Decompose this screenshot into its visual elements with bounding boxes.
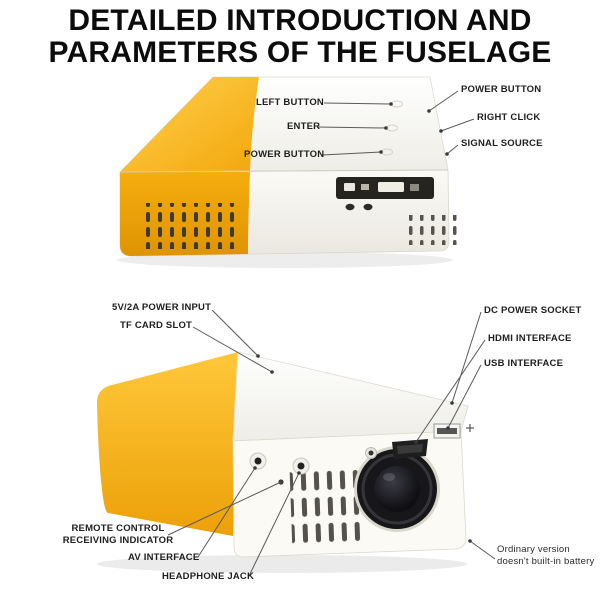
- bottom-projector: [97, 351, 474, 573]
- leader-lines-bottom: [167, 309, 496, 577]
- label-remote-indicator: REMOTE CONTROL RECEIVING INDICATOR: [62, 523, 174, 547]
- leader-dots-bottom: [253, 354, 472, 543]
- top-band: [232, 351, 469, 442]
- body-edge: [119, 169, 449, 173]
- label-right-click: RIGHT CLICK: [477, 112, 541, 123]
- top-projector-shadow: [117, 252, 453, 268]
- label-usb: USB INTERFACE: [484, 358, 564, 369]
- hdmi-port-inner: [397, 444, 423, 454]
- label-left-button: LEFT BUTTON: [256, 97, 324, 108]
- label-av: AV INTERFACE: [128, 552, 200, 563]
- front-vents: [289, 468, 365, 550]
- label-headphone: HEADPHONE JACK: [162, 571, 255, 582]
- label-dc-power: DC POWER SOCKET: [484, 305, 582, 316]
- page-title: DETAILED INTRODUCTION AND PARAMETERS OF …: [0, 4, 600, 70]
- bottom-projector-shadow: [97, 555, 467, 573]
- micro-usb-port: [361, 184, 369, 190]
- top-face-yellow: [120, 77, 259, 172]
- leader-dots-top: [379, 102, 449, 156]
- rear-port-strip: [336, 177, 434, 199]
- projector-lens: [354, 446, 440, 532]
- label-power-button-right: POWER BUTTON: [461, 84, 542, 95]
- top-projector: [117, 76, 462, 268]
- side-vents: [402, 215, 462, 245]
- label-power-button-left: POWER BUTTON: [244, 149, 325, 160]
- shell-seam: [232, 351, 239, 442]
- av-jack: [249, 452, 267, 470]
- plus-mark: [466, 424, 474, 432]
- tf-slot: [344, 183, 355, 191]
- label-battery-note: Ordinary version doesn't built-in batter…: [497, 544, 595, 568]
- usb-port: [433, 423, 461, 439]
- page-title-line1: DETAILED INTRODUCTION AND: [68, 4, 532, 37]
- page-title-line2: PARAMETERS OF THE FUSELAGE: [48, 36, 552, 70]
- rear-button-1: [345, 203, 355, 211]
- rear-button-2: [363, 203, 373, 211]
- rear-shell-yellow: [97, 352, 238, 536]
- hdmi-port-rear: [378, 182, 404, 192]
- label-power-input: 5V/2A POWER INPUT: [112, 302, 212, 313]
- av-port-rear: [410, 184, 419, 191]
- dc-socket: [365, 447, 377, 459]
- label-hdmi: HDMI INTERFACE: [488, 333, 572, 344]
- speaker-vents: [140, 203, 240, 249]
- label-enter: ENTER: [287, 121, 321, 132]
- label-signal-source: SIGNAL SOURCE: [461, 138, 543, 149]
- headphone-jack-port: [292, 457, 310, 475]
- leader-lines-top: [316, 90, 475, 156]
- label-tf-card: TF CARD SLOT: [120, 320, 193, 331]
